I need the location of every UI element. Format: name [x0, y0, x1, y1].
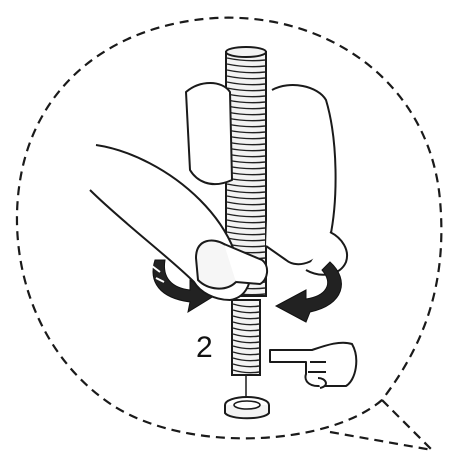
hand-icon: [90, 83, 347, 300]
step-number: 2: [196, 331, 213, 365]
rod-icon: [226, 47, 266, 397]
pointing-hand-icon: [270, 343, 356, 388]
callout-tail: [330, 400, 432, 450]
washer-icon: [225, 397, 269, 418]
